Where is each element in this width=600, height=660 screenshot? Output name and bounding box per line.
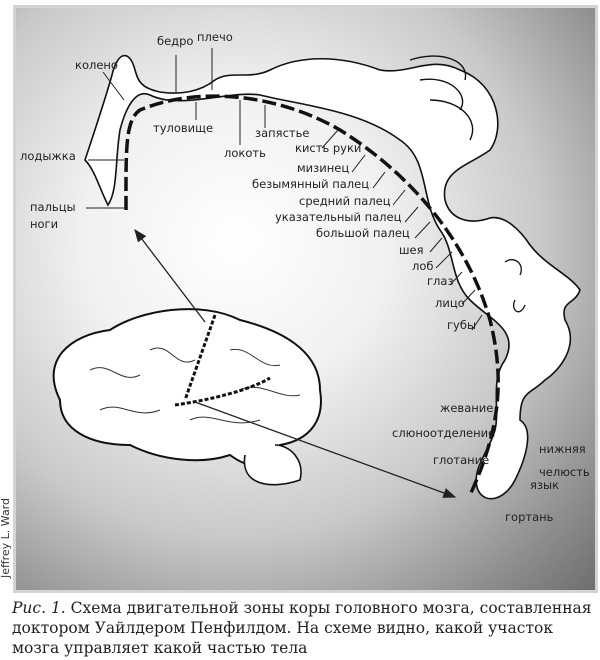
arrow-to-bottom xyxy=(194,401,457,498)
arrow-to-top xyxy=(134,228,206,323)
homunculus-diagram xyxy=(52,48,581,500)
label-elbow: локоть xyxy=(224,146,266,160)
central-sulcus xyxy=(174,314,271,407)
label-lower-jaw-1: нижняя xyxy=(539,442,586,456)
label-hand: кисть руки xyxy=(295,141,362,155)
label-thumb: большой палец xyxy=(316,226,410,240)
label-chewing: жевание xyxy=(440,401,494,415)
label-middle-finger: средний палец xyxy=(299,194,391,208)
label-ring-finger: безымянный палец xyxy=(252,177,370,191)
label-trunk: туловище xyxy=(153,121,214,135)
label-little-finger: мизинец xyxy=(297,161,350,175)
label-lower-jaw-2: челюсть xyxy=(539,465,590,479)
label-forehead: лоб xyxy=(412,259,434,273)
label-thigh: бедро xyxy=(157,34,194,48)
label-index-finger: указательный палец xyxy=(275,210,402,224)
label-face: лицо xyxy=(435,296,465,310)
brain-folds xyxy=(89,347,301,424)
brain xyxy=(52,308,322,467)
caption-prefix: Рис. 1. xyxy=(12,599,66,617)
motor-cortex-strip xyxy=(124,94,500,496)
label-larynx: гортань xyxy=(505,510,554,524)
face-outline xyxy=(504,259,526,313)
label-eye: глаз xyxy=(427,274,454,288)
cerebellum xyxy=(243,444,302,486)
label-ankle: лодыжка xyxy=(20,149,76,163)
image-credit: Jeffrey L. Ward xyxy=(0,498,12,578)
label-wrist: запястье xyxy=(255,126,310,140)
leader-lines xyxy=(86,48,483,331)
label-neck: шея xyxy=(399,243,424,257)
label-tongue: язык xyxy=(530,478,560,492)
label-toes-1: пальцы xyxy=(30,200,76,214)
label-shoulder: плечо xyxy=(197,30,233,44)
label-swallowing: глотание xyxy=(433,453,490,467)
label-toes-2: ноги xyxy=(30,217,59,231)
label-salivation: слюноотделение xyxy=(392,426,496,440)
caption-text: Схема двигательной зоны коры головного м… xyxy=(12,599,592,657)
label-lips: губы xyxy=(447,318,477,332)
label-knee: колено xyxy=(75,58,118,72)
fingers-outline xyxy=(409,55,474,141)
figure-caption: Рис. 1. Схема двигательной зоны коры гол… xyxy=(12,598,598,658)
